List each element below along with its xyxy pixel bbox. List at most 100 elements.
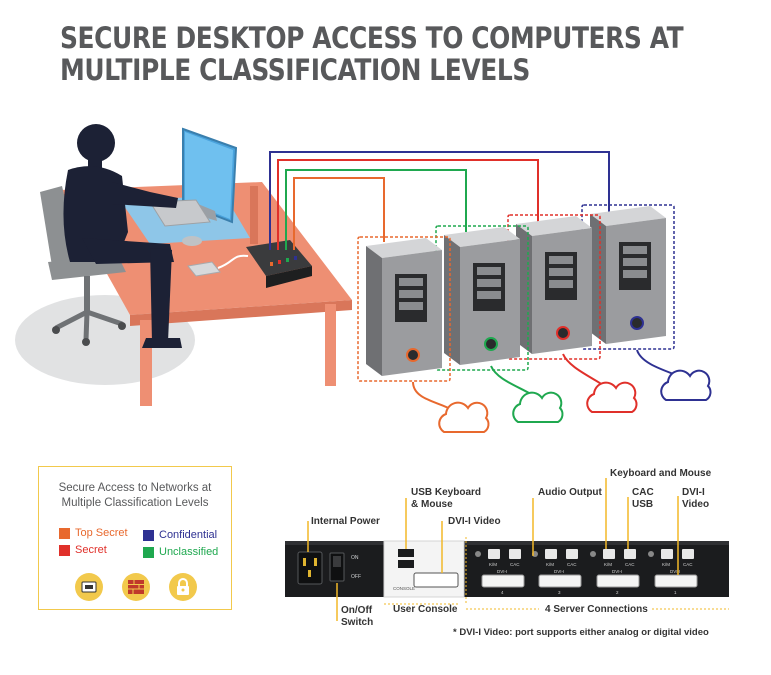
kvm-switch-desk (246, 240, 312, 288)
label-usb-keyboard-line1: USB Keyboard (411, 487, 482, 498)
power-icon-unclassified (484, 337, 498, 351)
user-console-section (383, 540, 465, 598)
legend-swatch-confidential (143, 530, 154, 541)
mouse (182, 236, 202, 246)
label-usb-keyboard-line2: & Mouse (411, 499, 453, 510)
legend-item-confidential: Confidential (143, 529, 217, 542)
legend-title-line2: Multiple Classification Levels (61, 497, 209, 509)
legend-swatch-secret (59, 545, 70, 556)
padlock-icon (169, 573, 197, 601)
label-user-console: User Console (393, 604, 458, 615)
label-onoff-line2: Switch (341, 617, 374, 628)
port-label-cac-4: CAC (510, 562, 520, 567)
port-label-cac-3: CAC (567, 562, 577, 567)
power-icon-confidential (630, 316, 644, 330)
label-keyboard-mouse: Keyboard and Mouse (610, 468, 712, 479)
port-label-dvi-1: DVI-I (670, 569, 680, 574)
label-dvi-video: DVI-I Video (448, 516, 501, 527)
label-internal-power: Internal Power (311, 516, 380, 527)
km-port-4 (488, 549, 500, 559)
label-dvii-line2: Video (682, 499, 710, 510)
group-number-2: 2 (616, 590, 619, 595)
audio-port-1 (648, 551, 654, 557)
port-label-dvi-2: DVI-I (612, 569, 622, 574)
cloud-unclassified (512, 391, 564, 423)
console-text: CONSOLE (393, 586, 415, 591)
port-label-km-2: K/M (604, 562, 612, 567)
legend-label-secret: Secret (75, 544, 107, 556)
usb-drive-icon (75, 573, 103, 601)
port-label-km-1: K/M (662, 562, 670, 567)
cloud-confidential (660, 369, 712, 401)
cloud-top-secret (438, 401, 490, 433)
switch-on-label: ON (351, 555, 359, 561)
label-cac-line2: USB (632, 499, 654, 510)
dvi-port-2 (596, 574, 640, 588)
port-label-cac-2: CAC (625, 562, 635, 567)
usb-port-2 (398, 560, 414, 568)
km-port-2 (603, 549, 615, 559)
title-line-2: MULTIPLE CLASSIFICATION LEVELS (60, 53, 530, 87)
label-audio-output: Audio Output (538, 487, 602, 498)
legend-title: Secure Access to Networks at Multiple Cl… (39, 481, 231, 511)
dvi-port-4 (481, 574, 525, 588)
bracket-lines (384, 537, 729, 610)
cac-reader (187, 254, 249, 277)
legend-item-secret: Secret (59, 544, 107, 557)
title-line-1: SECURE DESKTOP ACCESS TO COMPUTERS AT (60, 21, 684, 55)
legend-item-top-secret: Top Secret (59, 527, 128, 540)
computer-secret (507, 214, 601, 360)
page-title: SECURE DESKTOP ACCESS TO COMPUTERS AT MU… (60, 21, 684, 87)
power-inlet (297, 551, 323, 585)
legend-label-confidential: Confidential (159, 529, 218, 541)
group-number-4: 4 (501, 590, 504, 595)
legend-item-unclassified: Unclassified (143, 546, 218, 559)
cable-unclassified (285, 169, 467, 250)
computer-confidential (581, 204, 675, 350)
cable-secret (277, 159, 539, 250)
callout-lines (307, 478, 679, 621)
power-icon-secret (556, 326, 570, 340)
group-number-1: 1 (674, 590, 677, 595)
network-cables (269, 151, 610, 250)
legend-box: Secure Access to Networks at Multiple Cl… (38, 466, 232, 610)
computer-top-secret (357, 236, 451, 382)
label-onoff-line1: On/Off (341, 605, 373, 616)
dvi-port-1 (654, 574, 698, 588)
dvi-port-console (413, 572, 459, 588)
switch-off-label: OFF (351, 574, 361, 580)
power-icon-top-secret (406, 348, 420, 362)
server-port-groups (475, 549, 698, 588)
legend-label-top-secret: Top Secret (75, 527, 128, 539)
cable-top-secret (293, 177, 385, 250)
label-dvii-line1: DVI-I (682, 487, 705, 498)
km-port-3 (545, 549, 557, 559)
monitor (182, 127, 238, 224)
cac-port-4 (509, 549, 521, 559)
cable-confidential (269, 151, 610, 250)
port-label-dvi-4: DVI-I (497, 569, 507, 574)
computer-unclassified (435, 225, 529, 371)
firewall-icon (122, 573, 150, 601)
cac-port-2 (624, 549, 636, 559)
port-label-km-3: K/M (546, 562, 554, 567)
label-cac-line1: CAC (632, 487, 654, 498)
dvi-port-3 (538, 574, 582, 588)
cac-port-3 (566, 549, 578, 559)
audio-port-4 (475, 551, 481, 557)
port-label-km-4: K/M (489, 562, 497, 567)
cac-port-1 (682, 549, 694, 559)
kvm-back-panel: ON OFF CONSOLE (285, 540, 729, 598)
group-number-3: 3 (558, 590, 561, 595)
audio-port-2 (590, 551, 596, 557)
legend-title-line1: Secure Access to Networks at (58, 482, 212, 494)
legend-swatch-top-secret (59, 528, 70, 539)
cloud-secret (586, 381, 638, 413)
legend-label-unclassified: Unclassified (159, 546, 219, 558)
km-port-1 (661, 549, 673, 559)
label-server-connections: 4 Server Connections (545, 604, 648, 615)
footnote: * DVI-I Video: port supports either anal… (453, 627, 709, 638)
port-label-dvi-3: DVI-I (554, 569, 564, 574)
legend-swatch-unclassified (143, 547, 154, 558)
